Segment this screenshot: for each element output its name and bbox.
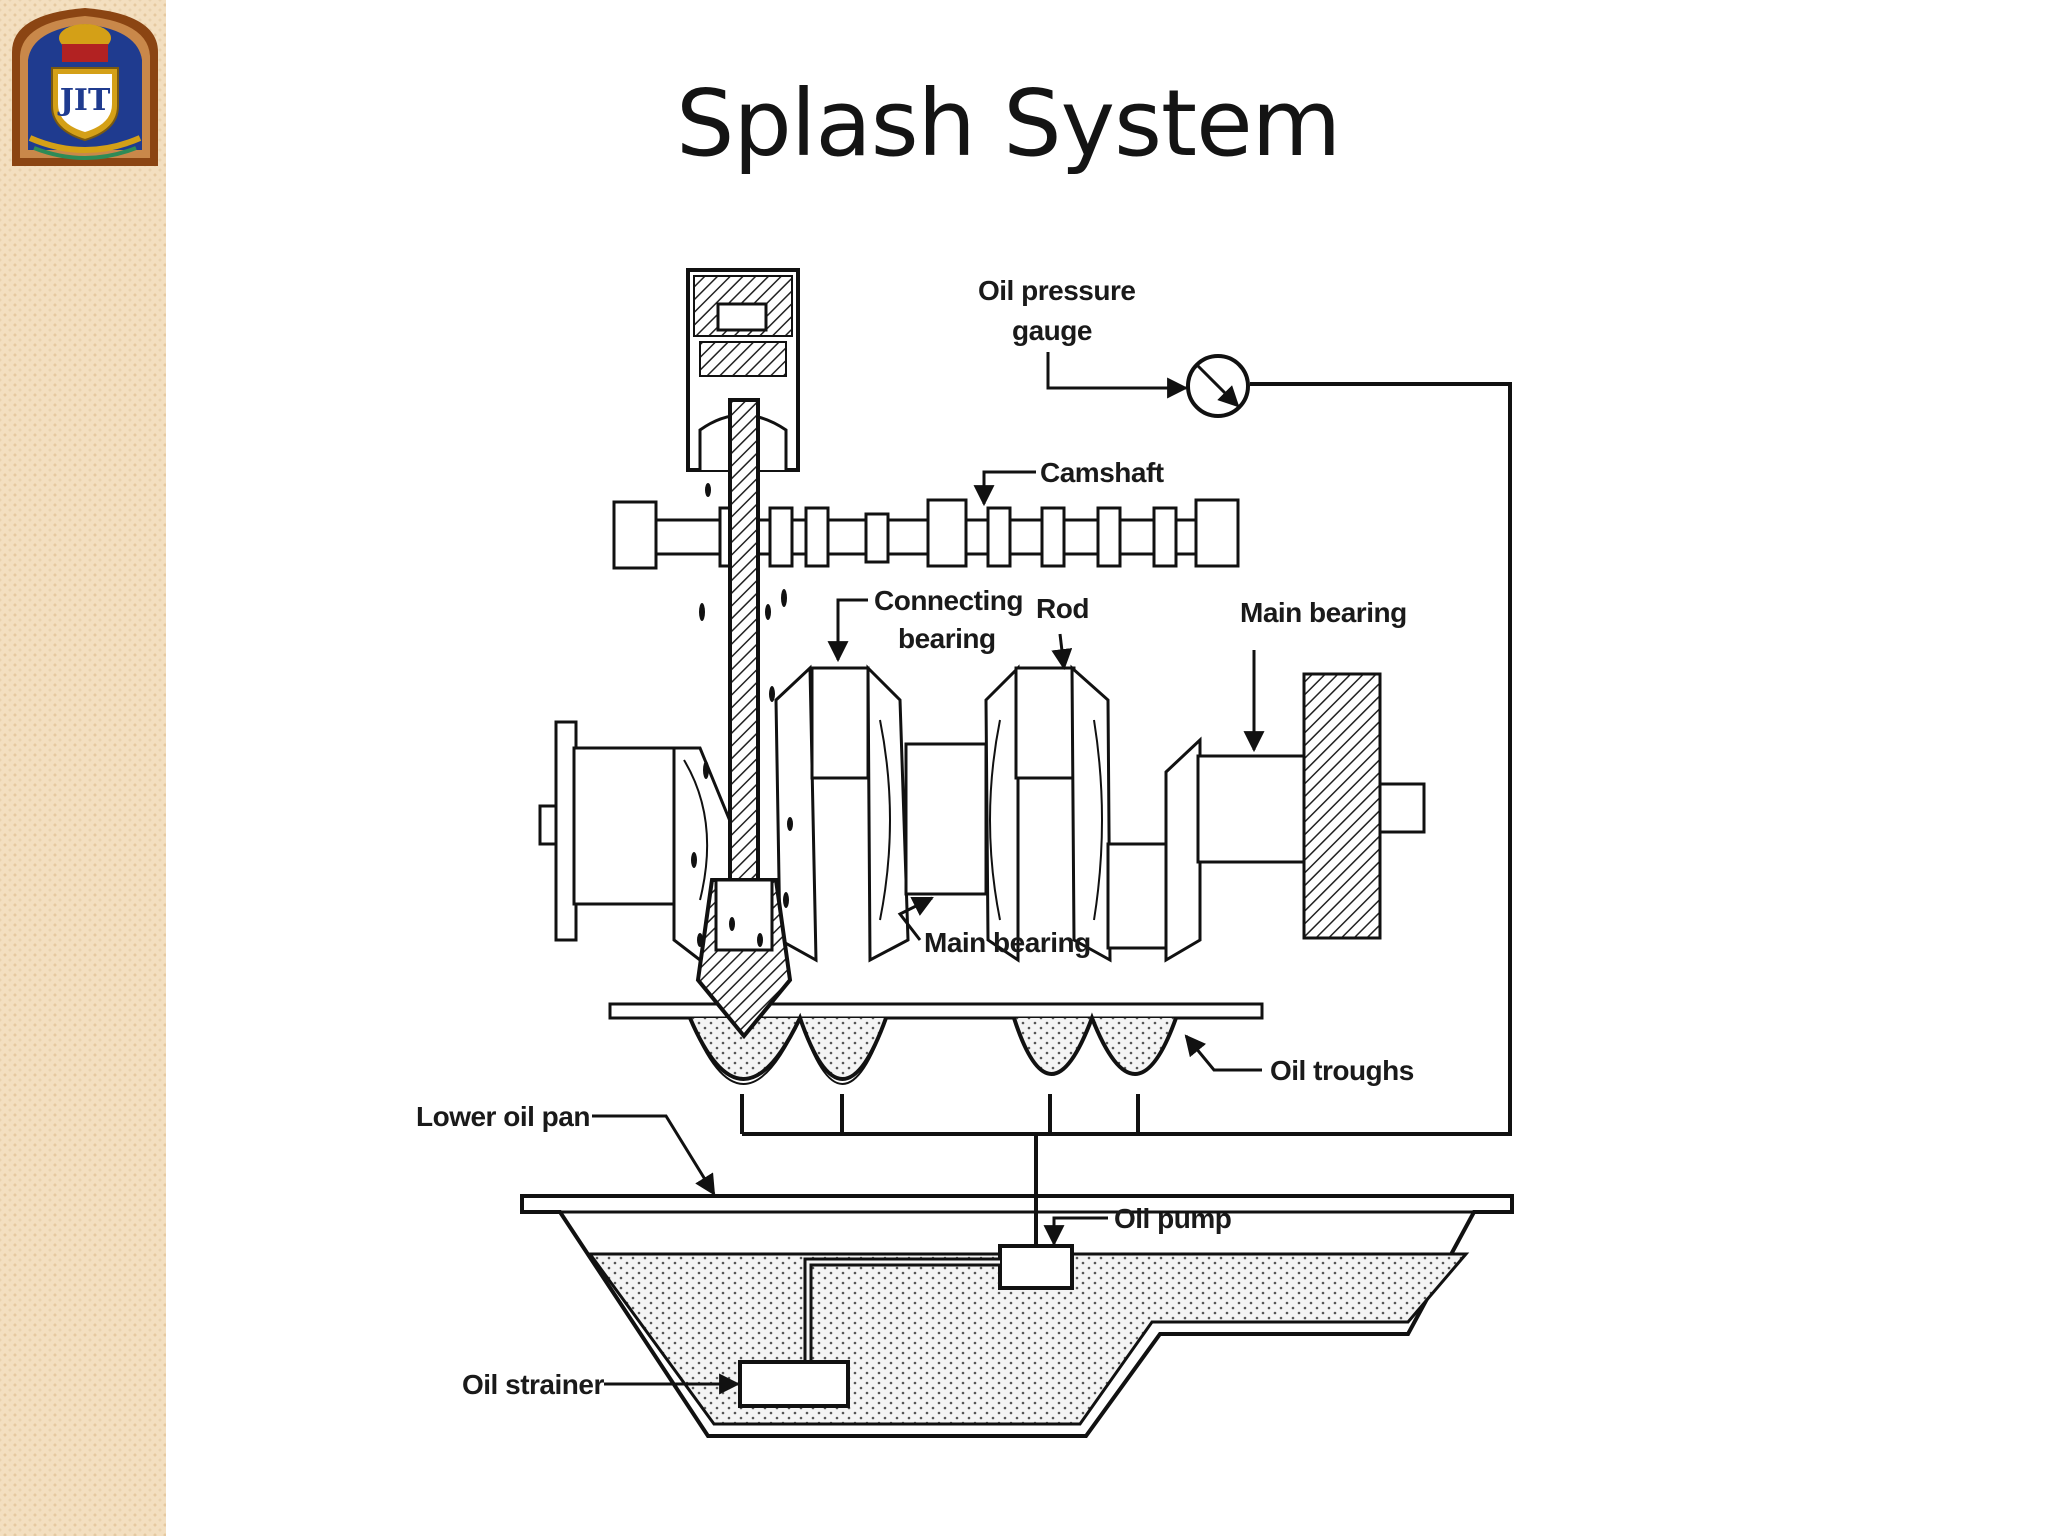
oil-pump [998,1244,1074,1290]
label-connecting-bearing-line2: bearing [898,623,996,654]
label-leader-lines [592,352,1265,1395]
slide-title: Splash System [676,70,1341,177]
logo-text: JIT [57,83,111,118]
label-lower-oil-pan: Lower oil pan [416,1101,590,1132]
label-main-bearing-top: Main bearing [1240,597,1407,628]
label-oil-pressure-gauge-line1: Oil pressure [978,275,1135,306]
camshaft [612,498,1240,570]
label-main-bearing-bottom: Main bearing [924,927,1091,958]
oil-strainer [738,1360,850,1408]
label-oil-pressure-gauge-line2: gauge [1012,315,1092,346]
piston-and-connecting-rod [686,268,800,1040]
label-oil-pump: Oil pump [1114,1203,1231,1234]
label-rod: Rod [1036,593,1089,624]
crankshaft [538,664,1426,963]
label-oil-strainer: Oil strainer [462,1369,604,1400]
decorative-sidebar [0,0,166,1536]
label-connecting-bearing-line1: Connecting [874,585,1023,616]
label-oil-troughs: Oil troughs [1270,1055,1414,1086]
oil-pressure-gauge [1186,354,1250,418]
label-camshaft: Camshaft [1040,457,1164,488]
oil-delivery-pipes [740,382,1512,1246]
lower-oil-pan [520,1194,1514,1438]
oil-troughs [608,1002,1264,1085]
oil-splash-droplets [691,483,793,947]
college-logo: JIT [12,8,158,166]
